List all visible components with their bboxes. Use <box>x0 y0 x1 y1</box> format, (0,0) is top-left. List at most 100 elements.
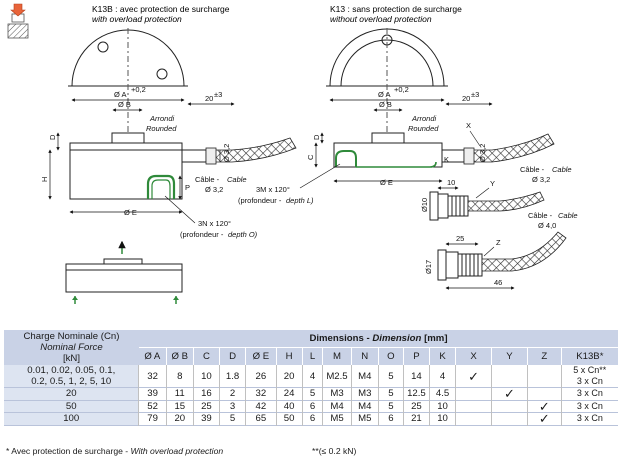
table-cell: 5 <box>377 387 404 400</box>
k13b-side-view <box>69 132 206 200</box>
svg-text:(profondeur -: (profondeur - <box>180 230 224 239</box>
table-cell: 42 <box>245 400 277 413</box>
load-direction-icon <box>7 3 29 39</box>
table-cell: 4.5 <box>428 387 456 400</box>
table-cell: 21 <box>402 412 430 425</box>
k13-dimension-a: Ø A +0,2 Ø B 20 ±3 Arrondi Rounded <box>329 85 493 133</box>
column-header: K <box>428 347 456 365</box>
force-cell: 100 <box>4 412 139 425</box>
table-cell: M4 <box>322 400 352 413</box>
table-cell: 15 <box>165 400 194 413</box>
force-header: Charge Nominale (Cn) Nominal Force [kN] <box>23 331 120 364</box>
load-arrows <box>72 240 179 304</box>
svg-text:Ø B: Ø B <box>118 100 131 109</box>
detail-y-cable <box>467 191 545 212</box>
table-cell: 32 <box>138 365 167 388</box>
column-header: O <box>377 347 404 365</box>
table-cell: 4 <box>428 365 456 388</box>
column-header: Ø B <box>165 347 194 365</box>
column-header: Ø A <box>138 347 167 365</box>
svg-text:+0,2: +0,2 <box>394 85 409 94</box>
k13b-side-dims: D H Ø 3,2 P Ø E Câble - Cable Ø 3,2 3N x… <box>40 132 258 239</box>
k13-cable <box>463 133 555 163</box>
checkmark-cell <box>491 365 528 388</box>
table-cell: M5 <box>350 412 379 425</box>
svg-text:Ø 3,2: Ø 3,2 <box>205 185 223 194</box>
k13b-top-view <box>68 28 188 140</box>
caption-k13: K13 : sans protection de surcharge <box>330 4 462 14</box>
column-header: H <box>275 347 303 365</box>
table-cell: 25 <box>402 400 430 413</box>
table-cell: 5 <box>377 365 404 388</box>
svg-text:25: 25 <box>456 234 464 243</box>
footnote-low-force: **(≤ 0.2 kN) <box>312 446 357 456</box>
svg-text:Ø 3,2: Ø 3,2 <box>532 175 550 184</box>
svg-text:46: 46 <box>494 278 502 287</box>
table-cell: M3 <box>322 387 352 400</box>
checkmark-cell <box>455 400 492 413</box>
svg-text:(profondeur -: (profondeur - <box>238 196 282 205</box>
column-header: M <box>322 347 352 365</box>
checkmark-cell <box>491 400 528 413</box>
table-cell: M3 <box>350 387 379 400</box>
svg-text:X: X <box>466 121 471 130</box>
detail-z-cable <box>481 231 567 272</box>
column-header: K13B* <box>560 347 618 365</box>
checkmark-cell <box>526 387 562 400</box>
dimension-table: Charge Nominale (Cn) Nominal Force [kN] … <box>4 330 618 426</box>
technical-drawing: K13B : avec protection de surcharge with… <box>7 3 578 304</box>
table-cell: 39 <box>192 412 220 425</box>
table-cell: 5 <box>218 412 246 425</box>
table-cell: 20 <box>275 365 303 388</box>
table-cell: 39 <box>138 387 167 400</box>
table-cell: 24 <box>275 387 303 400</box>
k13-side-view <box>333 132 464 168</box>
svg-text:+0,2: +0,2 <box>131 85 146 94</box>
table-cell: 12.5 <box>402 387 430 400</box>
k13-top-view <box>326 28 448 140</box>
svg-text:D: D <box>48 134 57 140</box>
checkmark-cell: ✓ <box>526 400 562 413</box>
table-cell: 11 <box>165 387 194 400</box>
k13b-cell: 5 x Cn**3 x Cn <box>560 365 618 388</box>
svg-text:Y: Y <box>490 179 495 188</box>
table-cell: 32 <box>245 387 277 400</box>
table-cell: 6 <box>301 400 323 413</box>
force-cell: 0.01, 0.02, 0.05, 0.1,0.2, 0.5, 1, 2, 5,… <box>4 365 139 388</box>
table-cell: 6 <box>301 412 323 425</box>
column-header: P <box>402 347 430 365</box>
table-cell: 10 <box>428 412 456 425</box>
table-cell: M4 <box>350 400 379 413</box>
table-cell: 52 <box>138 400 167 413</box>
checkmark-cell <box>455 412 492 425</box>
svg-text:Ø10: Ø10 <box>420 198 429 212</box>
detail-y-gland <box>429 191 469 221</box>
svg-text:Ø B: Ø B <box>379 100 392 109</box>
k13b-dimension-a: Ø A +0,2 Ø B 20 ±3 Arrondi Rounded <box>71 85 235 133</box>
k13b-cell: 3 x Cn <box>560 400 618 413</box>
checkmark-cell <box>526 365 562 388</box>
column-header: N <box>350 347 379 365</box>
checkmark-cell: ✓ <box>526 412 562 425</box>
table-cell: 2 <box>218 387 246 400</box>
detail-z-dims: 25 46 Ø17 Z Câble - Cable Ø 4,0 <box>424 211 578 290</box>
svg-text:10: 10 <box>447 178 455 187</box>
table-cell: 3 <box>218 400 246 413</box>
svg-text:Ø E: Ø E <box>380 178 393 187</box>
svg-text:H: H <box>40 177 49 182</box>
table-cell: 4 <box>301 365 323 388</box>
column-header: D <box>218 347 246 365</box>
svg-text:C: C <box>306 154 315 160</box>
caption-k13-en: without overload protection <box>330 14 432 24</box>
table-cell: M5 <box>322 412 352 425</box>
svg-text:P: P <box>185 183 190 192</box>
force-cell: 50 <box>4 400 139 413</box>
svg-text:3M x 120°: 3M x 120° <box>256 185 290 194</box>
checkmark-cell <box>455 387 492 400</box>
detail-z-gland <box>437 249 483 281</box>
table-cell: 14 <box>402 365 430 388</box>
table-cell: 65 <box>245 412 277 425</box>
